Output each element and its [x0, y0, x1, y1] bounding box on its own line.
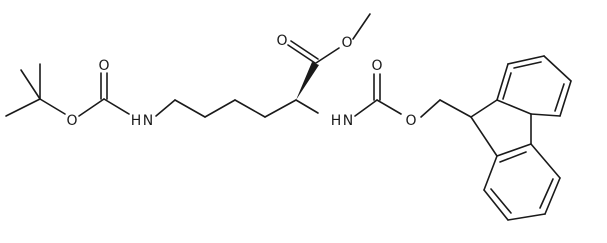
lower-ring-bond-3 [507, 213, 546, 221]
bond-o-carbamate-c [78, 98, 105, 117]
lower-ring-bond-1 [483, 155, 498, 191]
atom-n-alpha: N [343, 113, 353, 129]
lower-ring-bond-4 [544, 177, 561, 215]
bond-c-beta-c-alpha [264, 99, 297, 118]
bond-tbu-methyl-right [20, 69, 41, 100]
bond-ester-c-o-double-2 [290, 40, 319, 60]
bond-fmoc-c-o-single [376, 99, 402, 115]
lower-ring-bond-2 [483, 189, 509, 221]
bond-ch2-c9 [439, 99, 472, 118]
fmoc-group [295, 73, 472, 118]
bond-ester-c-o-single [315, 47, 340, 64]
bond-carbamate-c-n [103, 98, 130, 115]
bond-c8a-c4b [496, 143, 532, 157]
bond-c-gamma-c-beta [234, 99, 266, 118]
lower-ring-inner-3 [499, 151, 527, 163]
side-chain [155, 99, 297, 118]
fluorene-ring [470, 55, 572, 221]
bond-c9-c9a [470, 99, 498, 118]
stereo-wedge-bond [296, 62, 319, 100]
bond-c-alpha-n [295, 99, 319, 114]
upper-ring-bond-5 [530, 113, 561, 117]
upper-ring-inner-1 [513, 61, 542, 69]
bond-o-ch2 [420, 99, 441, 118]
bond-c-epsilon-c-delta [174, 99, 206, 118]
bond-o-methyl [352, 13, 371, 40]
methyl-ester-group [287, 13, 371, 100]
bond-c-delta-c-gamma [204, 99, 236, 118]
atom-o-boc-ester: O [66, 113, 77, 129]
upper-ring-inner-3 [502, 72, 512, 100]
boc-group [5, 63, 130, 117]
upper-ring-inner-2 [554, 83, 565, 112]
bond-tbu-o [39, 98, 66, 115]
upper-ring-bond-1 [496, 63, 509, 101]
bond-tbu-methyl-left [5, 98, 41, 117]
lower-ring-inner-2 [539, 178, 554, 209]
atom-o-fmoc-carbonyl: O [371, 58, 382, 74]
atom-n-alpha-h: H [331, 113, 342, 129]
atom-o-methyl-carbonyl: O [276, 33, 287, 49]
upper-ring-bond-4 [559, 80, 572, 117]
atom-n-epsilon-h: H [131, 113, 142, 129]
upper-ring-bond-2 [507, 55, 545, 65]
atom-o-methyl-ester: O [341, 35, 352, 51]
bond-c9-c8a [470, 116, 498, 157]
bond-n-c-epsilon [155, 99, 176, 117]
lower-ring-inner-1 [490, 188, 512, 214]
upper-ring-bond-3 [543, 55, 572, 82]
bond-c9a-c4a [496, 99, 532, 115]
lower-ring-bond-5 [530, 143, 561, 179]
bond-n-fmoc-c [354, 99, 378, 117]
atom-n-epsilon: N [143, 113, 153, 129]
bond-ester-c-o-double-1 [287, 44, 316, 64]
atom-labels: O O H N O O H N O O [66, 33, 416, 129]
atom-o-fmoc-ester: O [405, 113, 416, 129]
atom-o-boc-carbonyl: O [98, 58, 109, 74]
